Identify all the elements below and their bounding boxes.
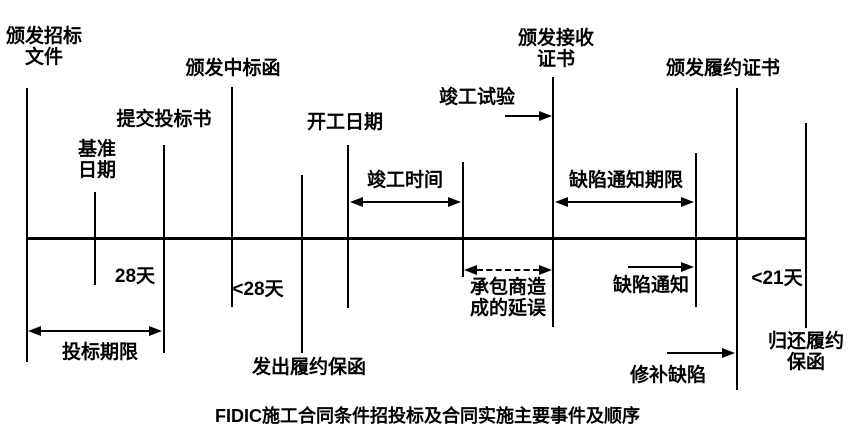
label-base-date: 基准 日期 — [77, 139, 116, 181]
label-28-days: 28天 — [114, 266, 156, 287]
label-submit-tender: 提交投标书 — [116, 109, 212, 130]
label-return-performance-security: 归还履约 保函 — [767, 331, 844, 373]
arrowhead-right-icon — [539, 265, 552, 275]
arrow-tender-period — [28, 325, 162, 337]
arrowhead-right-icon — [681, 197, 694, 207]
label-remedy-defects: 修补缺陷 — [629, 365, 706, 386]
arrow-shaft — [667, 352, 722, 354]
label-lt-21-days: <21天 — [751, 268, 803, 289]
arrow-completion-time — [350, 196, 461, 208]
label-issue-performance-security: 发出履约保函 — [251, 357, 366, 378]
label-completion-tests: 竣工试验 — [438, 87, 515, 108]
event-line-issue-performance-security — [301, 175, 303, 353]
label-tender-period: 投标期限 — [61, 342, 138, 363]
arrowhead-right-icon — [681, 262, 694, 272]
label-lt-28-days: <28天 — [232, 279, 284, 300]
arrow-remedy-defects — [667, 347, 735, 359]
arrowhead-left-icon — [350, 197, 363, 207]
arrowhead-left-icon — [28, 326, 41, 336]
event-line-commencement-date — [347, 145, 349, 308]
label-contractor-delay: 承包商造 成的延误 — [469, 277, 546, 319]
arrowhead-left-icon — [464, 265, 477, 275]
arrowhead-left-icon — [555, 197, 568, 207]
event-line-submit-tender — [163, 145, 165, 353]
label-commencement-date: 开工日期 — [306, 112, 383, 133]
arrowhead-right-icon — [448, 197, 461, 207]
event-line-taking-over-cert — [552, 77, 554, 327]
arrowhead-right-icon — [722, 348, 735, 358]
label-completion-time: 竣工时间 — [366, 170, 443, 191]
event-line-defects-period-end — [695, 153, 697, 307]
label-issue-award-letter: 颁发中标函 — [185, 58, 281, 79]
label-issue-performance-cert: 颁发履约证书 — [665, 58, 780, 79]
arrow-shaft-dashed — [477, 269, 539, 271]
event-line-issue-award-letter — [231, 87, 233, 307]
arrow-shaft — [628, 266, 681, 268]
event-line-return-security — [805, 123, 807, 328]
arrow-shaft — [363, 201, 448, 203]
event-line-issue-tender-docs — [26, 88, 28, 362]
arrow-shaft — [568, 201, 681, 203]
arrow-defects-notification — [628, 261, 694, 273]
label-issue-tender-docs: 颁发招标 文件 — [5, 26, 82, 68]
arrowhead-right-icon — [539, 111, 552, 121]
arrow-shaft — [41, 330, 149, 332]
arrow-shaft — [505, 115, 539, 117]
event-line-performance-cert — [736, 88, 738, 390]
diagram-title: FIDIC施工合同条件招投标及合同实施主要事件及顺序 — [215, 406, 640, 426]
arrow-contractor-delay — [464, 264, 552, 276]
timeline-axis — [27, 237, 806, 240]
event-line-base-date — [94, 192, 96, 285]
arrow-defects-notification-period — [555, 196, 694, 208]
arrowhead-right-icon — [149, 326, 162, 336]
label-defects-notification: 缺陷通知 — [612, 275, 689, 296]
label-issue-taking-over-cert: 颁发接收 证书 — [517, 28, 594, 70]
event-line-completion-time-end — [462, 162, 464, 277]
label-defects-notification-period: 缺陷通知期限 — [568, 170, 683, 191]
arrow-completion-tests — [505, 110, 552, 122]
